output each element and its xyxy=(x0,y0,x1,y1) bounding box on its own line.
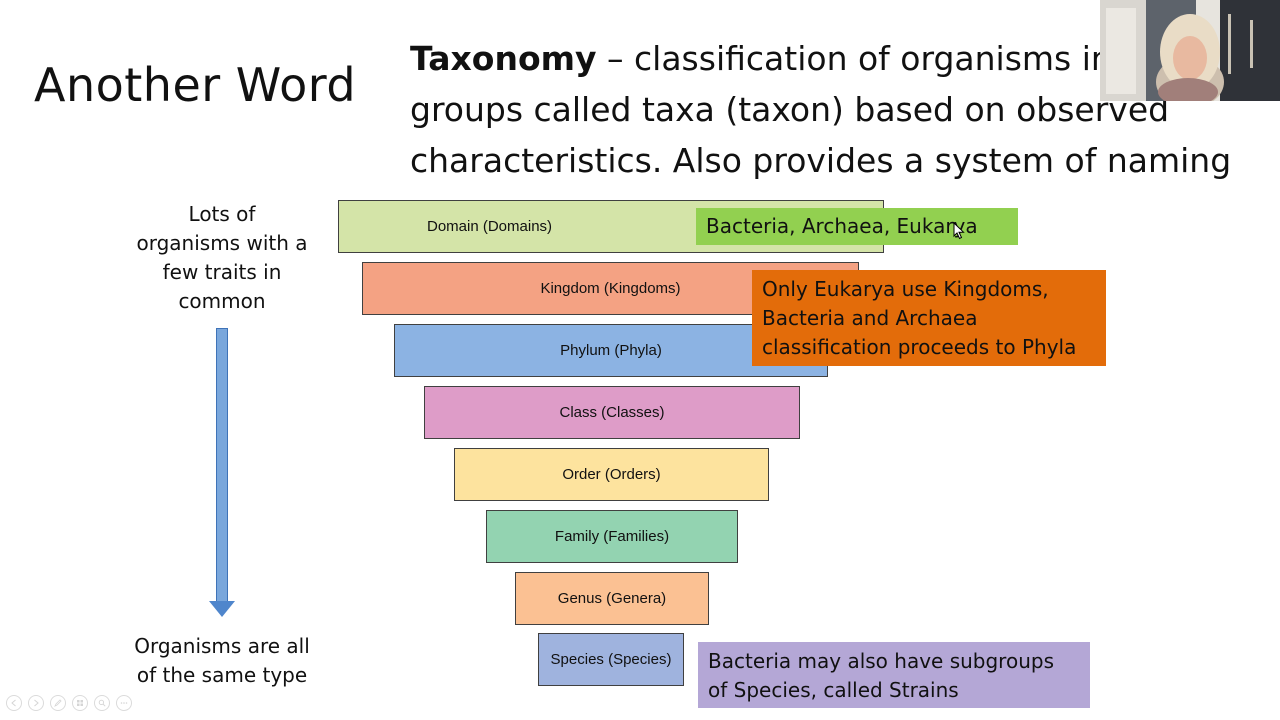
callout-kingdoms-line: classification proceeds to Phyla xyxy=(762,335,1077,359)
definition-line-3: characteristics. Also provides a system … xyxy=(410,141,1232,180)
bottom-note-line: of the same type xyxy=(136,663,308,687)
callout-strains: Bacteria may also have subgroups of Spec… xyxy=(698,642,1090,708)
slide-title: Another Word xyxy=(34,58,357,112)
top-note-line: common xyxy=(178,289,266,313)
chevron-left-icon xyxy=(11,699,16,707)
more-options-button[interactable] xyxy=(116,695,132,711)
callout-strains-line: Bacteria may also have subgroups xyxy=(708,649,1054,673)
rank-label: Species (Species) xyxy=(550,651,672,668)
bottom-note-line: Organisms are all xyxy=(134,634,310,658)
rank-label: Class (Classes) xyxy=(559,404,665,421)
top-note: Lots of organisms with a few traits in c… xyxy=(112,200,332,316)
definition-line-1-rest: – classification of organisms into xyxy=(596,39,1145,78)
callout-domains-text: Bacteria, Archaea, Eukarya xyxy=(706,214,978,238)
rank-label: Phylum (Phyla) xyxy=(560,342,662,359)
callout-kingdoms: Only Eukarya use Kingdoms, Bacteria and … xyxy=(752,270,1106,366)
rank-species: Species (Species) xyxy=(538,633,684,686)
down-arrow-icon xyxy=(216,328,228,602)
rank-family: Family (Families) xyxy=(486,510,738,563)
slideshow-toolbar xyxy=(6,695,132,711)
top-note-line: organisms with a xyxy=(136,231,308,255)
next-slide-button[interactable] xyxy=(28,695,44,711)
definition-line-2: groups called taxa (taxon) based on obse… xyxy=(410,90,1170,129)
grid-icon xyxy=(77,700,83,706)
rank-label: Genus (Genera) xyxy=(557,590,667,607)
magnifier-icon xyxy=(98,699,106,707)
zoom-button[interactable] xyxy=(94,695,110,711)
chevron-right-icon xyxy=(34,699,39,707)
presenter-avatar xyxy=(1100,0,1280,101)
rank-label: Domain (Domains) xyxy=(427,218,553,235)
rank-class: Class (Classes) xyxy=(424,386,800,439)
taxonomy-definition: Taxonomy – classification of organisms i… xyxy=(410,33,1280,186)
rank-genus: Genus (Genera) xyxy=(515,572,709,625)
definition-line-1: Taxonomy – classification of organisms i… xyxy=(410,33,1280,84)
callout-strains-line: of Species, called Strains xyxy=(708,678,959,702)
more-dots-icon xyxy=(120,702,128,704)
rank-label: Kingdom (Kingdoms) xyxy=(540,280,681,297)
definition-term: Taxonomy xyxy=(410,39,597,78)
top-note-line: Lots of xyxy=(188,202,256,226)
pen-icon xyxy=(54,699,62,707)
previous-slide-button[interactable] xyxy=(6,695,22,711)
pen-tool-button[interactable] xyxy=(50,695,66,711)
rank-label: Family (Families) xyxy=(554,528,670,545)
callout-domains: Bacteria, Archaea, Eukarya xyxy=(696,208,1018,245)
top-note-line: few traits in xyxy=(162,260,282,284)
see-all-slides-button[interactable] xyxy=(72,695,88,711)
down-arrow-head xyxy=(209,601,235,617)
callout-kingdoms-line: Bacteria and Archaea xyxy=(762,306,978,330)
rank-label: Order (Orders) xyxy=(562,466,661,483)
callout-kingdoms-line: Only Eukarya use Kingdoms, xyxy=(762,277,1049,301)
mouse-cursor-icon xyxy=(953,222,965,240)
bottom-note: Organisms are all of the same type xyxy=(112,632,332,690)
rank-order: Order (Orders) xyxy=(454,448,769,501)
presenter-webcam xyxy=(1100,0,1280,101)
